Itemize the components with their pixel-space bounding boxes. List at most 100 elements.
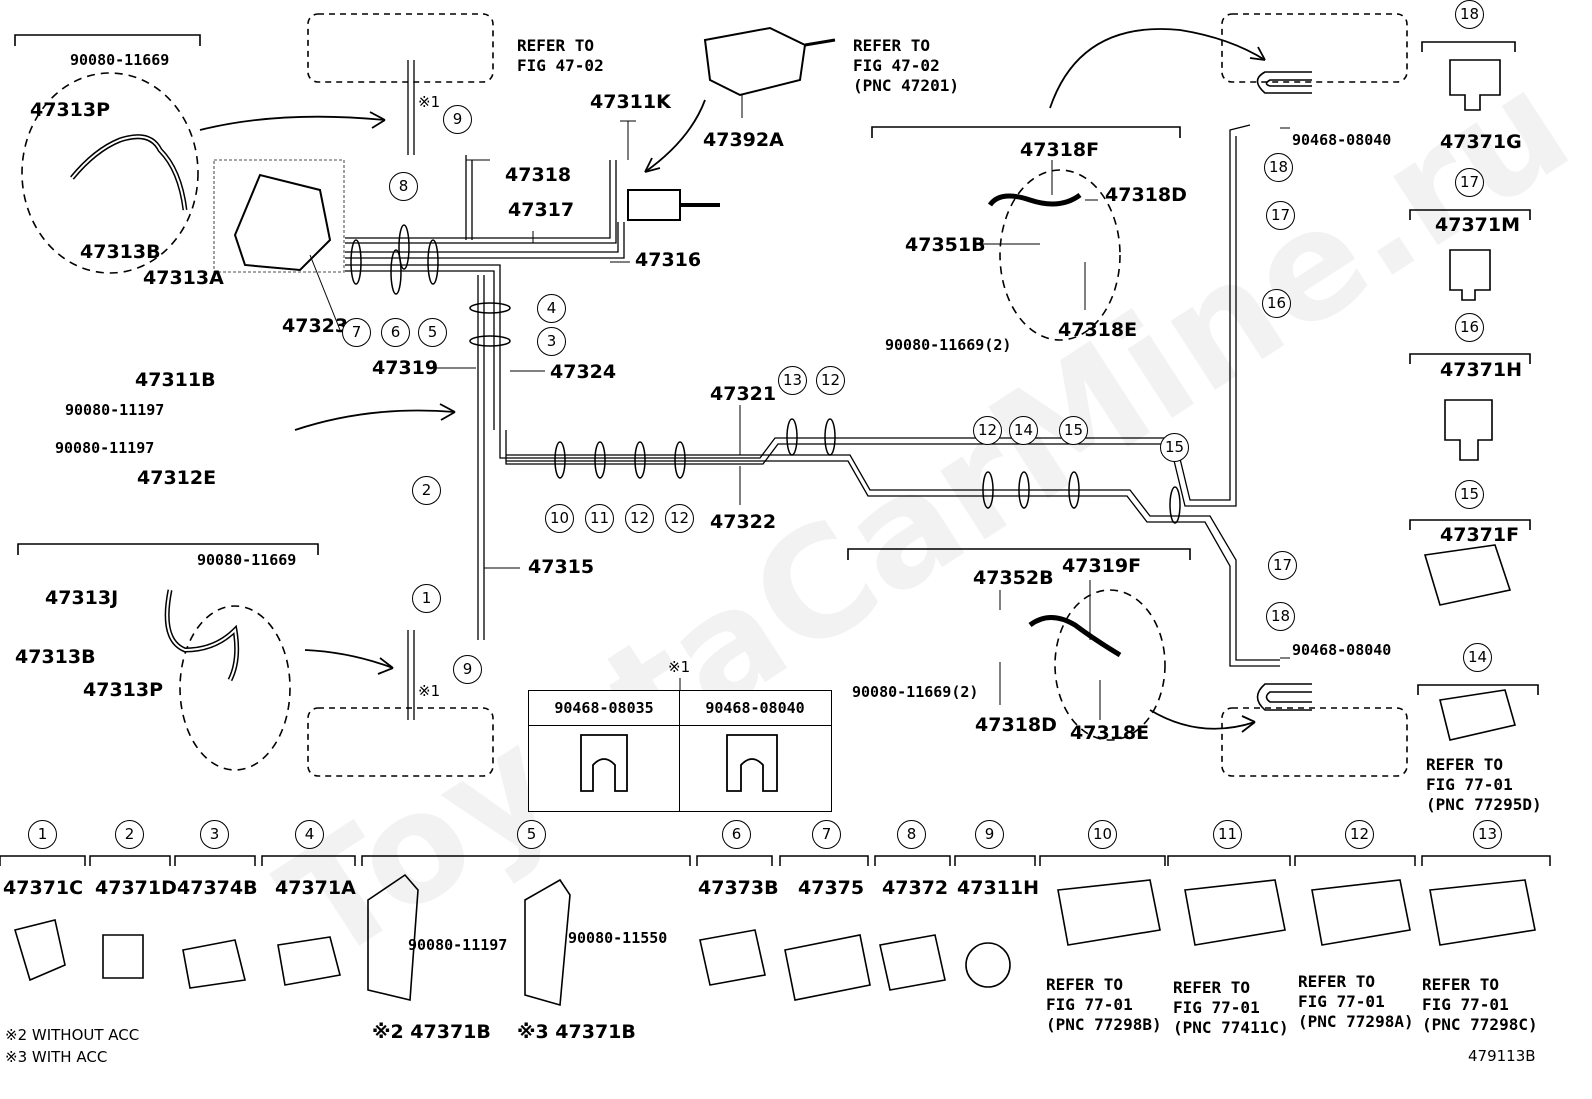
clip-table: 90468-08035 90468-08040 xyxy=(528,690,832,812)
front-hose-top xyxy=(70,134,188,211)
ref-num-15-b: 15 xyxy=(1160,433,1189,462)
bracket-front-hose-bottom xyxy=(17,543,319,555)
part-4-shape xyxy=(277,936,341,986)
bottom-part-47371A: 47371A xyxy=(275,877,356,899)
label-47351B: 47351B xyxy=(905,234,986,256)
bracket-15 xyxy=(1409,519,1531,530)
label-47318D-a: 47318D xyxy=(1105,184,1187,206)
refer-pnc77298c: REFER TO FIG 77-01 (PNC 77298C) xyxy=(1422,975,1538,1034)
part-9-shape xyxy=(965,942,1011,988)
mark-ref1-a: ※1 xyxy=(418,93,441,111)
bottom-part-47375: 47375 xyxy=(798,877,865,899)
label-47313P-b: 47313P xyxy=(83,679,164,701)
rear-hose-bottom xyxy=(1028,615,1122,658)
part-8-shape xyxy=(879,934,946,991)
label-47313B-b: 47313B xyxy=(15,646,96,668)
label-90468-08040-a: 90468-08040 xyxy=(1292,131,1392,149)
label-bolt-90080-11197: 90080-11197 xyxy=(408,936,508,954)
ref-num-5: 5 xyxy=(418,318,447,347)
label-47371M: 47371M xyxy=(1435,214,1521,236)
label-47318E-a: 47318E xyxy=(1058,319,1138,341)
clip-table-col1: 90468-08035 xyxy=(554,699,654,717)
label-47321: 47321 xyxy=(710,383,777,405)
label-47318: 47318 xyxy=(505,164,572,186)
clip-u-rear-top xyxy=(1256,71,1312,94)
part-14-shape xyxy=(1439,689,1517,741)
label-47312E: 47312E xyxy=(137,467,217,489)
label-90468-08040-b: 90468-08040 xyxy=(1292,641,1392,659)
ref-num-12-b: 12 xyxy=(665,504,694,533)
label-47315: 47315 xyxy=(528,556,595,578)
arrow-bolts xyxy=(294,409,456,431)
label-47311K: 47311K xyxy=(590,91,671,113)
ref-num-12-d: 12 xyxy=(973,416,1002,445)
bracket-16 xyxy=(1409,353,1531,364)
label-47313B-a: 47313B xyxy=(80,241,161,263)
region-box-rear-bottom xyxy=(1221,707,1408,777)
master-cylinder xyxy=(703,26,807,97)
abs-actuator-outline xyxy=(213,159,345,273)
part-12-shape xyxy=(1311,879,1411,946)
arrow-master xyxy=(644,99,706,173)
bottom-num-7: 7 xyxy=(812,820,841,849)
label-47311B: 47311B xyxy=(135,369,216,391)
bracket-14 xyxy=(1417,684,1539,695)
bottom-part-47371D: 47371D xyxy=(95,877,177,899)
part-3-shape xyxy=(182,939,246,989)
label-47313P-a: 47313P xyxy=(30,99,111,121)
region-box-front-top xyxy=(307,13,494,83)
ref-num-7: 7 xyxy=(342,318,371,347)
side-num-17: 17 xyxy=(1455,168,1484,197)
part-47371M-shape xyxy=(1449,249,1491,301)
front-hose-circle-bottom xyxy=(179,605,291,771)
bottom-num-9: 9 xyxy=(975,820,1004,849)
ref-num-12-a: 12 xyxy=(625,504,654,533)
label-90080-11669-2a: 90080-11669(2) xyxy=(885,336,1012,354)
ref-num-3: 3 xyxy=(537,327,566,356)
bottom-num-1: 1 xyxy=(28,820,57,849)
ref-num-17-b: 17 xyxy=(1268,551,1297,580)
arrow-front-top xyxy=(199,115,386,131)
ref-num-4: 4 xyxy=(537,294,566,323)
part-13-shape xyxy=(1429,879,1536,946)
bottom-num-4: 4 xyxy=(295,820,324,849)
refer-pnc77298b: REFER TO FIG 77-01 (PNC 77298B) xyxy=(1046,975,1162,1034)
note-with-acc: ※3 WITH ACC xyxy=(5,1048,108,1066)
ref-num-8: 8 xyxy=(389,172,418,201)
bottom-part-47374B: 47374B xyxy=(177,877,258,899)
rear-hose-circle-bottom xyxy=(1054,589,1166,741)
label-47371H: 47371H xyxy=(1440,359,1523,381)
ref-num-9-a: 9 xyxy=(443,105,472,134)
bracket-17 xyxy=(1409,209,1531,220)
bottom-num-12: 12 xyxy=(1345,820,1374,849)
ref-num-9-b: 9 xyxy=(453,655,482,684)
ref-num-12-c: 12 xyxy=(816,366,845,395)
refer-pnc77295d: REFER TO FIG 77-01 (PNC 77295D) xyxy=(1426,755,1542,814)
label-47371B-with-acc: ※3 47371B xyxy=(517,1021,636,1043)
part-7-shape xyxy=(784,934,871,1001)
label-90080-11669-2b: 90080-11669(2) xyxy=(852,683,979,701)
side-num-15: 15 xyxy=(1455,480,1484,509)
line-47317 xyxy=(345,160,617,244)
label-47322: 47322 xyxy=(710,511,777,533)
bottom-part-47371C: 47371C xyxy=(3,877,84,899)
label-47324: 47324 xyxy=(550,361,617,383)
bottom-num-5: 5 xyxy=(517,820,546,849)
part-47371H-shape xyxy=(1444,399,1493,461)
part-47371G-shape xyxy=(1449,59,1501,111)
ref-num-13: 13 xyxy=(778,366,807,395)
bottom-num-2: 2 xyxy=(115,820,144,849)
part-10-shape xyxy=(1057,879,1161,946)
ref-num-2: 2 xyxy=(412,476,441,505)
bottom-part-47373B: 47373B xyxy=(698,877,779,899)
front-hose-bottom xyxy=(164,589,240,682)
bracket-front-hose-top xyxy=(14,34,201,46)
part-5b-shape xyxy=(524,878,571,1007)
refer-fig4702-b: REFER TO FIG 47-02 (PNC 47201) xyxy=(853,36,959,95)
ref-num-17-a: 17 xyxy=(1266,201,1295,230)
rear-hose-circle-top xyxy=(999,169,1121,341)
line-47321 xyxy=(499,124,1251,507)
arrow-rear-top xyxy=(1049,28,1266,109)
clip-table-shapes xyxy=(580,734,778,792)
